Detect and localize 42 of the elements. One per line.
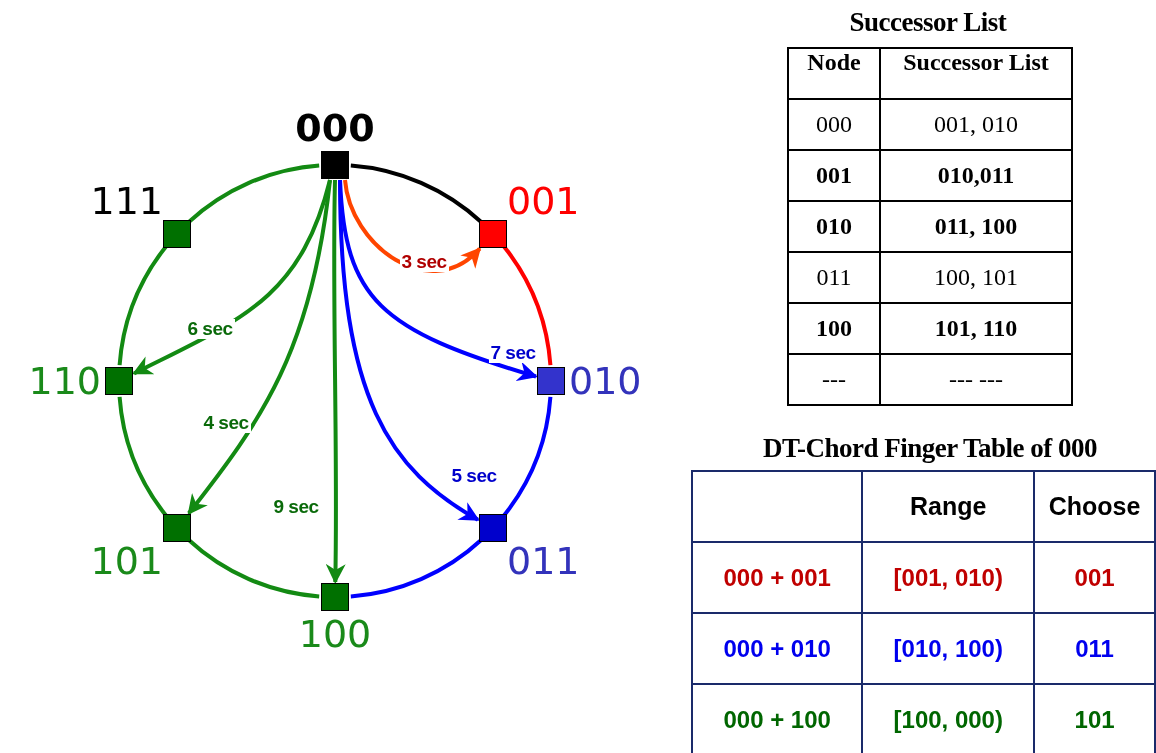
table-cell: 000 + 001: [692, 542, 863, 613]
ring-connector: [186, 163, 320, 225]
node-label: 111: [90, 181, 163, 220]
table-cell: 001, 010: [880, 99, 1072, 150]
table-cell: [010, 100): [862, 613, 1035, 684]
table-cell: Successor List: [880, 48, 1072, 99]
table-cell: Node: [788, 48, 880, 99]
arrow: [338, 179, 480, 522]
node-label: 101: [90, 542, 163, 581]
table-cell: 000 + 100: [692, 684, 863, 753]
node-label: 100: [298, 615, 372, 653]
table-cell: Range: [862, 471, 1035, 542]
table-cell: 101, 110: [880, 303, 1072, 354]
ring-connector: [186, 537, 320, 599]
node-label: 011: [506, 542, 580, 581]
table-cell: Choose: [1034, 471, 1155, 542]
table-cell: 011: [1034, 613, 1155, 684]
node-label: 000: [295, 109, 375, 147]
table-cell: 000: [788, 99, 880, 150]
table-cell: --- ---: [880, 354, 1072, 405]
table-cell: 001: [788, 150, 880, 201]
table-cell: 010,011: [880, 150, 1072, 201]
arrow: [325, 179, 346, 584]
table-cell: 100, 101: [880, 252, 1072, 303]
table-cell: 010: [788, 201, 880, 252]
ring-connector: [350, 537, 484, 599]
ring-connector: [350, 163, 484, 225]
table-cell: [001, 010): [862, 542, 1035, 613]
table-cell: 011, 100: [880, 201, 1072, 252]
table-cell: 000 + 010: [692, 613, 863, 684]
node-label: 010: [569, 362, 642, 400]
table-title: Successor List: [849, 6, 1007, 38]
table-cell: 001: [1034, 542, 1155, 613]
node-label: 001: [506, 181, 580, 220]
arrow: [187, 179, 332, 515]
table-title: DT-Chord Finger Table of 000: [763, 432, 1098, 464]
table-cell: 011: [788, 252, 880, 303]
edge-label: 6 sec: [185, 318, 235, 340]
table-cell: 100: [788, 303, 880, 354]
table-cell: ---: [788, 354, 880, 405]
arrow: [132, 179, 332, 376]
node-label: 110: [28, 362, 101, 400]
